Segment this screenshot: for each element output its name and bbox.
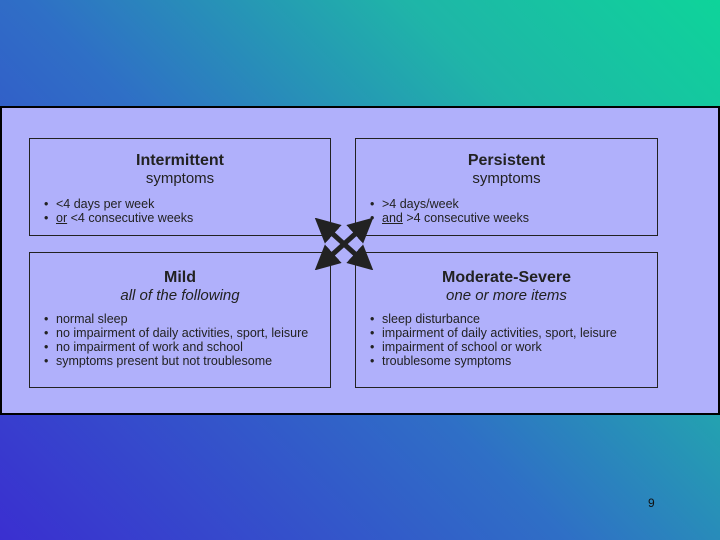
page-number: 9 <box>648 496 655 510</box>
list-item: troublesome symptoms <box>370 354 657 368</box>
list-item: sleep disturbance <box>370 312 657 326</box>
list-item: >4 days/week <box>370 197 657 211</box>
mild-box: Mild all of the following normal sleep n… <box>29 252 331 388</box>
list-item: symptoms present but not troublesome <box>44 354 330 368</box>
intermittent-subtitle: symptoms <box>145 170 215 187</box>
list-item: normal sleep <box>44 312 330 326</box>
persistent-box: Persistent symptoms >4 days/week and >4 … <box>355 138 658 236</box>
moderate-severe-subtitle: one or more items <box>446 287 567 304</box>
moderate-severe-title: Moderate-Severe <box>442 269 571 286</box>
list-item: <4 days per week <box>44 197 330 211</box>
intermittent-box: Intermittent symptoms <4 days per week o… <box>29 138 331 236</box>
mild-subtitle: all of the following <box>120 287 240 304</box>
persistent-criteria-list: >4 days/week and >4 consecutive weeks <box>356 197 657 225</box>
mild-title: Mild <box>164 269 196 286</box>
list-item: impairment of daily activities, sport, l… <box>370 326 657 340</box>
cross-arrows-icon <box>314 218 374 270</box>
list-item: or <4 consecutive weeks <box>44 211 330 225</box>
persistent-title: Persistent <box>467 152 546 169</box>
list-item: and >4 consecutive weeks <box>370 211 657 225</box>
intermittent-criteria-list: <4 days per week or <4 consecutive weeks <box>30 197 330 225</box>
intermittent-title: Intermittent <box>136 152 224 169</box>
mild-criteria-list: normal sleep no impairment of daily acti… <box>30 312 330 368</box>
list-item: no impairment of work and school <box>44 340 330 354</box>
moderate-severe-box: Moderate-Severe one or more items sleep … <box>355 252 658 388</box>
persistent-subtitle: symptoms <box>472 170 541 187</box>
moderate-severe-criteria-list: sleep disturbance impairment of daily ac… <box>356 312 657 368</box>
list-item: impairment of school or work <box>370 340 657 354</box>
classification-panel: Intermittent symptoms <4 days per week o… <box>0 106 720 415</box>
list-item: no impairment of daily activities, sport… <box>44 326 330 340</box>
